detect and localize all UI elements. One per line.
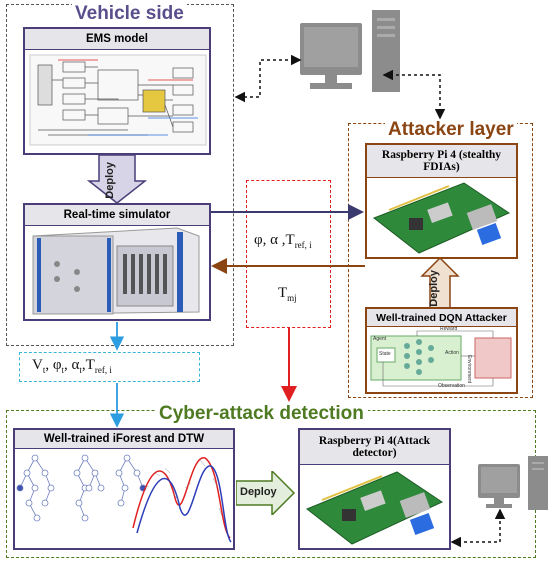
measured-signals-label: Vt, φt, αt,Tref, i [32,357,112,375]
computer-to-attacker-link [382,69,446,120]
detector-to-computer-link [450,508,506,548]
dqn-attacker-label: Well-trained DQN Attacker [367,309,516,327]
dqn-state-text: State [379,351,391,357]
rpi-fdia-label: Raspberry Pi 4 (stealthy FDIAs) [367,145,516,178]
dqn-reward-text: Reward [440,326,458,332]
attacker-layer-title: Attacker layer [385,119,517,141]
raspberry-pi-board-image [372,182,511,254]
ems-model-label: EMS model [25,29,209,50]
detector-computer-icon [478,456,548,510]
simulator-hardware-image [32,227,200,315]
measured-v-sub: t [42,365,46,375]
measured-tref-text: ,T [81,357,95,373]
measured-signal-box [19,352,200,382]
measured-alpha-sub: t [79,365,82,375]
detection-deploy-label: Deploy [240,486,277,498]
dqn-observation-text: Observation [438,383,465,389]
attack-inputs-text: φ, α ,T [254,232,295,248]
measured-tref-sub: ref, i [94,365,112,375]
attack-inputs-subscript: ref, i [294,240,312,250]
torque-text: T [278,285,288,301]
dqn-agent-text: Agent [373,336,387,342]
measured-phi-sub: t [61,365,65,375]
torque-label: Tmj [278,285,297,303]
torque-subscript: mj [287,293,297,303]
real-time-simulator-label: Real-time simulator [25,205,209,226]
attack-inputs-label: φ, α ,Tref, i [254,232,312,250]
dqn-action-text: Action [445,350,459,356]
attack-signal-box [246,180,331,328]
detection-title: Cyber-attack detection [155,403,368,425]
measured-alpha-text: , α [64,357,80,373]
measured-phi-text: , φ [45,357,62,373]
raspberry-pi-detector-image [306,471,444,545]
iforest-dtw-label: Well-trained iForest and DTW [15,430,233,449]
computer-to-vehicle-link [234,54,302,103]
vehicle-deploy-arrow [87,155,147,204]
measured-v-text: V [32,357,43,373]
rpi-detector-label: Raspberry Pi 4(Attack detector) [300,430,449,465]
dqn-agent-environment-diagram [370,330,512,387]
iforest-dtw-illustration [16,454,232,543]
vehicle-side-title: Vehicle side [72,3,187,25]
ems-simulink-diagram [29,54,207,146]
detection-deploy-arrow [236,471,296,515]
